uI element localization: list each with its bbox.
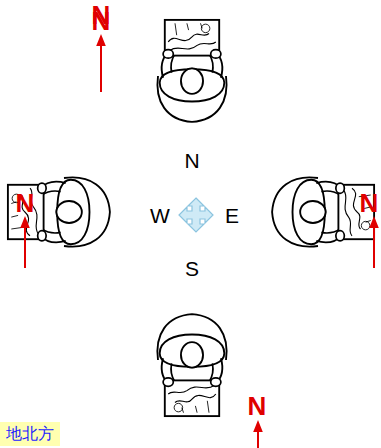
reader-south — [157, 314, 226, 416]
north-mark: N — [92, 2, 111, 28]
north-mark: N — [16, 190, 35, 216]
compass-cross-arrow — [179, 198, 213, 232]
compass-letter: S — [185, 258, 199, 279]
compass-letter: W — [150, 205, 170, 226]
note-text: 地北方 — [6, 424, 54, 443]
north-mark: N — [360, 190, 379, 216]
reader-north — [157, 20, 226, 122]
north-mark: N — [248, 393, 267, 419]
compass-letter: N — [184, 150, 199, 171]
north-arrow — [373, 222, 375, 268]
north-arrow — [257, 426, 259, 448]
reader-west — [8, 177, 110, 246]
compass-letter: E — [225, 205, 239, 226]
reader-east — [272, 177, 374, 246]
north-arrow — [100, 40, 102, 92]
north-arrow — [24, 222, 26, 268]
note-box: 地北方 — [0, 422, 60, 446]
